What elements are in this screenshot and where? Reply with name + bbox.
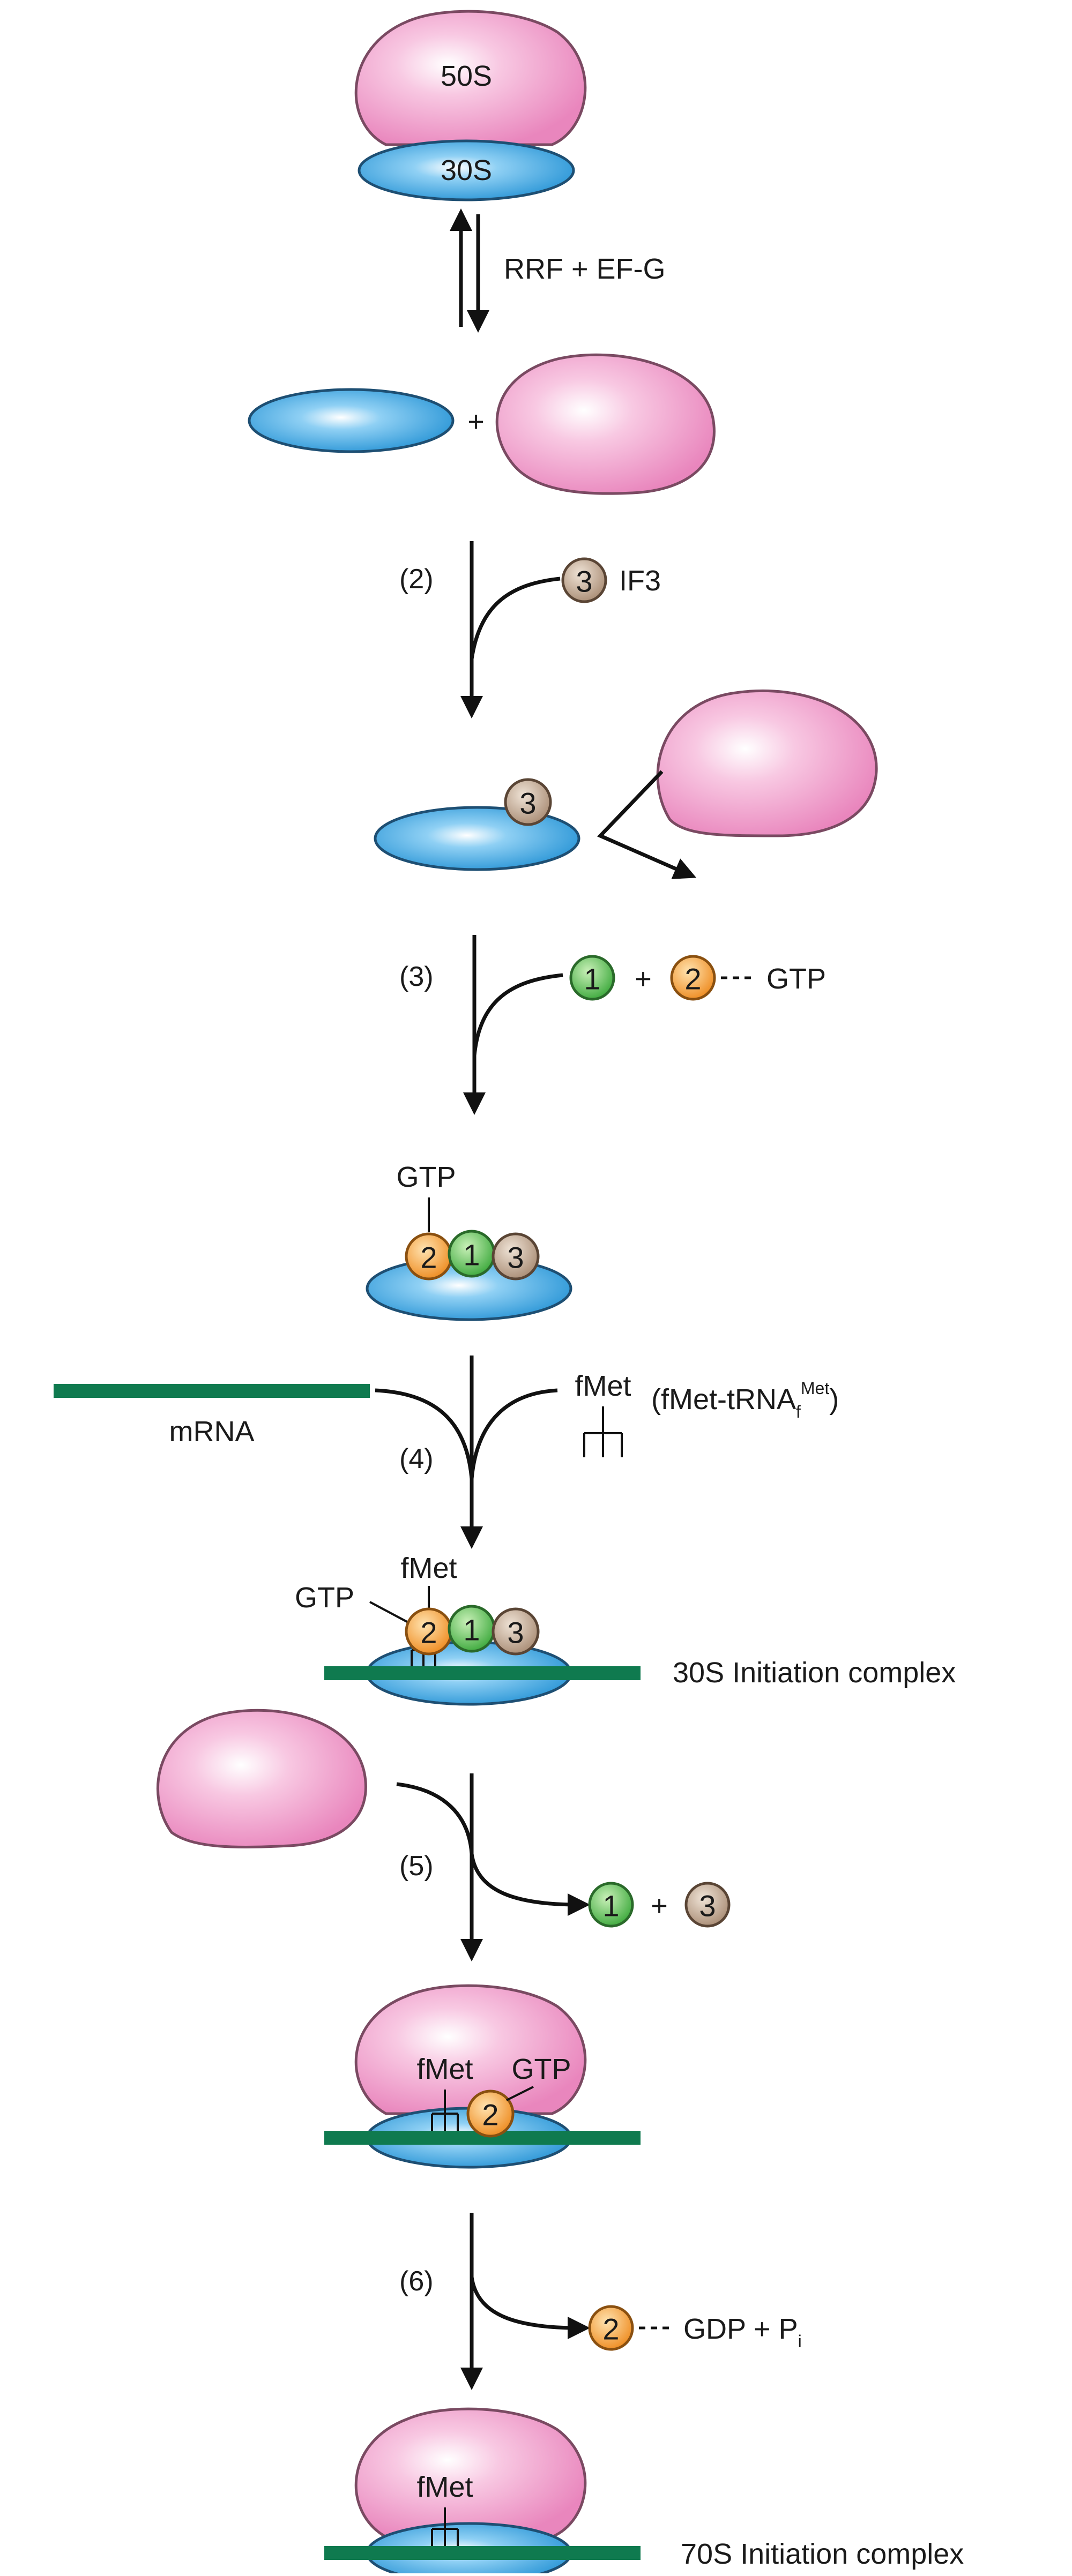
step5-arrow <box>396 1773 590 1961</box>
svg-text:2: 2 <box>482 2098 498 2132</box>
step1-equilibrium-arrows <box>450 208 489 333</box>
svg-text:2: 2 <box>420 1241 437 1275</box>
gtp-label-step3: GTP <box>766 963 826 995</box>
if2-ball-70s <box>466 2090 515 2138</box>
complex30s-label: 30S Initiation complex <box>673 1657 956 1689</box>
initiation-complex-70s <box>324 2407 641 2576</box>
small-subunit-label: 30S <box>441 154 492 186</box>
step6-arrow <box>460 2213 590 2390</box>
large-subunit-70s-complex <box>354 2407 587 2538</box>
svg-text:1: 1 <box>463 1613 480 1647</box>
plus-if1-if3: + <box>651 1890 668 1922</box>
small-subunit-with-factors: 2 1 3 <box>366 1230 572 1321</box>
fmet-label-70s-if2: fMet <box>416 2053 473 2085</box>
step2-label: (2) <box>399 564 434 595</box>
svg-text:1: 1 <box>584 962 600 996</box>
gtp-label-30s-complex: GTP <box>295 1582 354 1614</box>
large-subunit-released <box>656 689 878 837</box>
ribosome-70s-top: 50S 30S <box>354 10 587 201</box>
large-subunit-70s-if2 <box>354 1984 587 2115</box>
if3-ball-released: 3 <box>684 1882 731 1928</box>
step3-arrow <box>463 935 563 1115</box>
if1-ball-released: 1 <box>588 1882 634 1928</box>
if3-label: IF3 <box>619 565 661 597</box>
ribosome-70s-with-if2: 2 <box>324 1984 641 2169</box>
if3-ball-bound <box>504 778 552 826</box>
mrna-strand-free <box>54 1384 370 1398</box>
svg-text:1: 1 <box>463 1238 480 1272</box>
complex70s-label: 70S Initiation complex <box>681 2538 964 2570</box>
plus-sign: + <box>467 406 485 438</box>
step3-label: (3) <box>399 961 434 992</box>
trna-in-70s-if2 <box>431 2090 459 2131</box>
svg-text:3: 3 <box>576 565 592 598</box>
small-subunit-with-if3: 3 <box>374 778 580 871</box>
step4-arrow <box>375 1356 558 1549</box>
if2-ball-released: 2 <box>588 2305 634 2351</box>
small-subunit-free <box>248 388 455 453</box>
svg-text:2: 2 <box>684 962 701 996</box>
large-subunit <box>354 10 587 146</box>
dissociated-subunits: + <box>248 353 716 495</box>
trna-in-70s-complex <box>431 2507 459 2546</box>
gtp-pointer-30s-complex <box>369 1601 411 1624</box>
release-arrow <box>597 770 697 879</box>
svg-text:2: 2 <box>420 1616 437 1650</box>
if1-ball-incoming: 1 <box>569 955 615 1001</box>
large-subunit-joining <box>157 1709 367 1848</box>
small-subunit-if3-bound <box>374 806 580 871</box>
svg-text:2: 2 <box>602 2312 619 2346</box>
gdp-pi-label: GDP + Pi <box>683 2313 802 2351</box>
mrna-strand-70s-complex <box>324 2546 641 2560</box>
svg-text:3: 3 <box>507 1616 524 1650</box>
fmet-label-30s-complex: fMet <box>400 1552 457 1584</box>
mrna-strand-30s-complex <box>324 1666 641 1680</box>
fmet-label-trna: fMet <box>575 1370 631 1402</box>
trna-symbol <box>583 1406 623 1457</box>
step4-label: (4) <box>399 1443 434 1474</box>
plus-if1-if2: + <box>635 963 652 995</box>
if3-ball-30s-complex <box>492 1607 540 1656</box>
small-subunit <box>358 139 575 201</box>
if3-ball-incoming: 3 <box>561 557 607 603</box>
if3-ball-stage4 <box>492 1232 540 1280</box>
large-subunit-label: 50S <box>441 60 492 92</box>
step1-factors-label: RRF + EF-G <box>504 253 666 285</box>
fmet-label-70s-complex: fMet <box>416 2471 473 2503</box>
large-subunit-free <box>495 353 716 495</box>
step6-label: (6) <box>399 2266 434 2297</box>
gtp-label-stage4: GTP <box>396 1161 456 1193</box>
svg-text:3: 3 <box>507 1241 524 1275</box>
svg-text:3: 3 <box>519 787 536 820</box>
svg-text:(fMet-tRNAfMet): (fMet-tRNAfMet) <box>651 1379 839 1421</box>
initiation-complex-30s: 2 1 3 <box>324 1605 641 1706</box>
mrna-label: mRNA <box>169 1416 255 1448</box>
svg-text:1: 1 <box>602 1889 619 1923</box>
gtp-label-70s-if2: GTP <box>511 2053 571 2085</box>
gtp-pointer-70s-if2 <box>506 2086 534 2101</box>
trna-name: (fMet-tRNAfMet) <box>651 1379 839 1421</box>
if2-ball-incoming: 2 <box>670 955 716 1001</box>
svg-text:3: 3 <box>699 1889 716 1923</box>
step5-label: (5) <box>399 1851 434 1882</box>
step2-arrow <box>460 541 561 718</box>
